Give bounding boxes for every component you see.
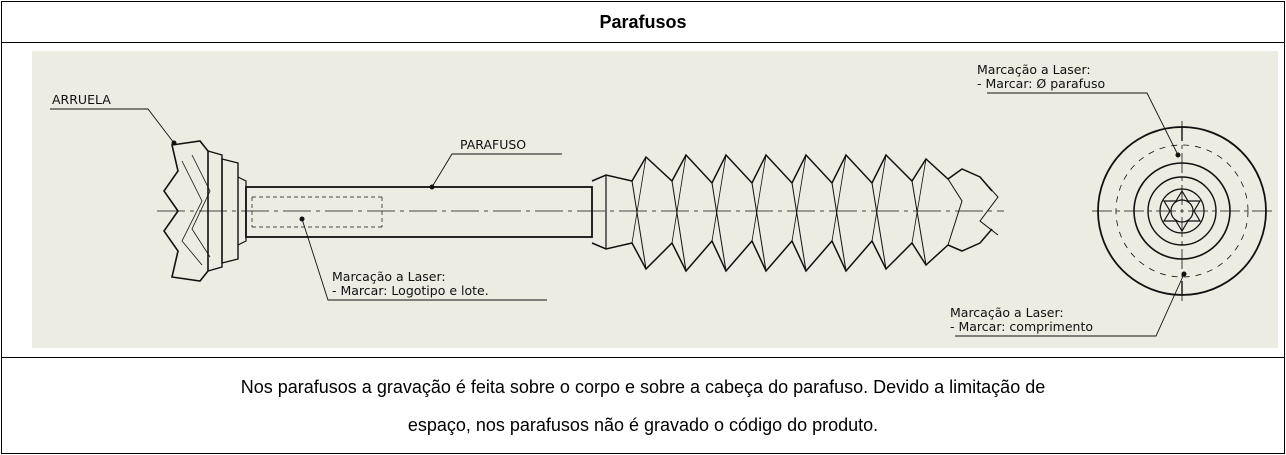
screw-thread	[591, 153, 999, 273]
head-bottom-marking-title: Marcação a Laser:	[950, 305, 1064, 320]
screw-leader	[431, 153, 562, 188]
screw-head-end-view	[1092, 121, 1272, 301]
head-bottom-marking-instruction: - Marcar: comprimento	[950, 319, 1093, 334]
washer-leader	[50, 108, 175, 144]
washer-label: ARRUELA	[52, 92, 111, 107]
body-marking-instruction: - Marcar: Logotipo e lote.	[332, 283, 489, 298]
screw-shank	[245, 186, 593, 238]
screw-drawing-svg: ARRUELA PARAFUSO Marcação a Laser: - Mar…	[50, 62, 1272, 337]
head-top-marking-title: Marcação a Laser:	[977, 62, 1091, 77]
drawing-cell: ARRUELA PARAFUSO Marcação a Laser: - Mar…	[2, 43, 1284, 358]
body-marking-title: Marcação a Laser:	[332, 269, 446, 284]
body-marking-leader	[301, 218, 547, 301]
head-bottom-marking-leader	[955, 273, 1185, 337]
screw-label: PARAFUSO	[460, 137, 526, 152]
table-title: Parafusos	[2, 2, 1284, 43]
head-top-marking-instruction: - Marcar: Ø parafuso	[977, 76, 1105, 91]
caption-line-1: Nos parafusos a gravação é feita sobre o…	[240, 377, 1046, 397]
head-top-marking-leader	[987, 92, 1179, 156]
technical-drawing: ARRUELA PARAFUSO Marcação a Laser: - Mar…	[32, 51, 1278, 348]
caption-line-2: espaço, nos parafusos não é gravado o có…	[407, 415, 879, 435]
caption-cell: Nos parafusos a gravação é feita sobre o…	[2, 358, 1284, 454]
